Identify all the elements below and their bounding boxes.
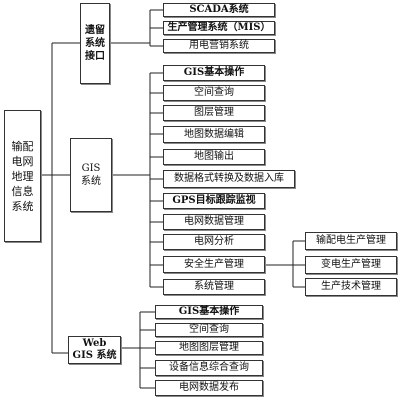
gis-item-system-mgmt: 系统管理: [163, 279, 265, 295]
gis-item-layer-mgmt: 图层管理: [163, 105, 265, 121]
safety-item-substation: 变电生产管理: [305, 256, 397, 274]
gis-item-map-output: 地图输出: [163, 149, 265, 165]
gis-item-gps-tracking: GPS目标跟踪监视: [163, 193, 265, 209]
gis-item-safety-mgmt: 安全生产管理: [163, 256, 265, 273]
webgis-item-layer-mgmt: 地图图层管理: [155, 341, 263, 355]
legacy-item-scada: SCADA系统: [163, 3, 275, 17]
gis-item-data-convert: 数据格式转换及数据入库: [163, 170, 295, 188]
webgis-system-label: Web GIS 系统: [72, 338, 117, 361]
safety-item-transmission: 输配电生产管理: [305, 232, 397, 250]
webgis-item-device-query: 设备信息综合查询: [155, 360, 263, 376]
legacy-item-marketing: 用电营销系统: [163, 39, 275, 53]
gis-item-grid-analysis: 电网分析: [163, 234, 265, 250]
safety-item-technical: 生产技术管理: [305, 278, 397, 296]
root-node: 输配电网地理信息系统: [4, 110, 41, 242]
legacy-item-mis: 生产管理系统（MIS）: [163, 21, 275, 35]
gis-item-map-edit: 地图数据编辑: [163, 126, 265, 143]
gis-system-label: GIS系统: [81, 163, 101, 187]
gis-item-grid-data: 电网数据管理: [163, 214, 265, 230]
legacy-interface-node: 遗留系统接口: [80, 3, 110, 84]
webgis-item-basic-ops: GIS基本操作: [155, 305, 263, 319]
gis-item-basic-ops: GIS基本操作: [163, 65, 265, 81]
gis-item-spatial-query: 空间查询: [163, 85, 265, 101]
webgis-item-spatial-query: 空间查询: [155, 323, 263, 337]
webgis-item-data-publish: 电网数据发布: [155, 380, 263, 396]
gis-system-node: GIS系统: [70, 138, 112, 212]
webgis-system-node: Web GIS 系统: [68, 336, 121, 364]
